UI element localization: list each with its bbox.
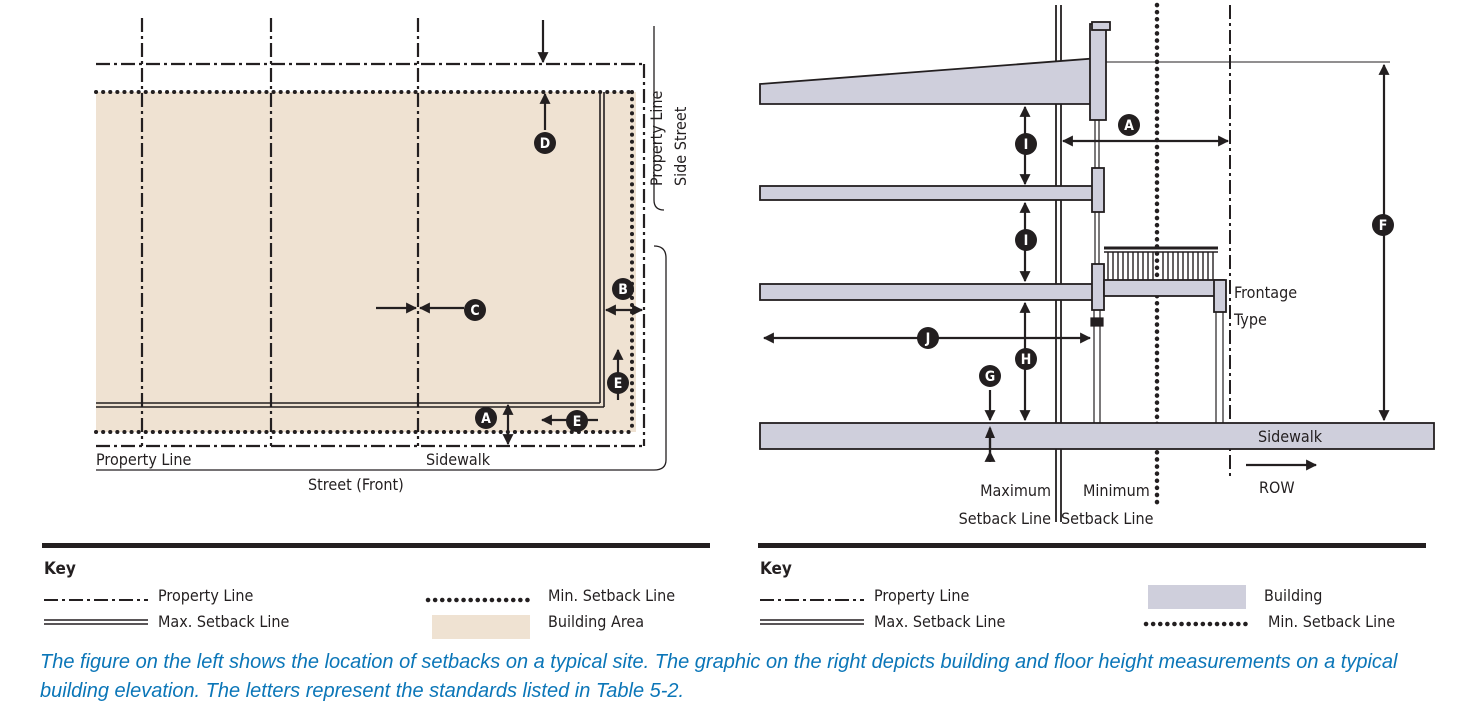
key-left-title: Key <box>44 559 76 579</box>
figure-caption: The figure on the left shows the locatio… <box>40 651 1398 702</box>
key-right-item: Building <box>1264 586 1322 605</box>
max-setback-label: Maximum <box>980 481 1051 500</box>
marker-c: C <box>464 299 486 321</box>
building-slabs <box>759 21 1435 450</box>
elevation-dimension-arrows <box>762 63 1390 471</box>
svg-text:A: A <box>1124 118 1134 134</box>
setback-figure: D C B E A E Property Line Side Street Pr… <box>42 2 1435 639</box>
min-setback-lines <box>94 90 634 434</box>
svg-text:F: F <box>1379 218 1388 234</box>
key-right-item: Min. Setback Line <box>1268 612 1395 631</box>
svg-text:H: H <box>1021 352 1032 368</box>
marker-a: A <box>1118 114 1140 136</box>
key-left-item: Property Line <box>158 586 254 605</box>
marker-b: B <box>612 278 634 300</box>
site-plan: D C B E A E Property Line Side Street Pr… <box>94 18 690 494</box>
key-right: Key Property Line Max. Setback Line Buil… <box>758 543 1426 631</box>
min-setback-label-2: Setback Line <box>1061 509 1154 528</box>
property-lines <box>96 18 646 448</box>
svg-text:J: J <box>925 331 931 347</box>
elevation: A F I I J H G Frontage Type Sidewalk ROW… <box>759 2 1435 528</box>
svg-text:I: I <box>1024 233 1029 249</box>
key-left-item: Building Area <box>548 612 644 631</box>
sidewalk-label: Sidewalk <box>426 450 491 469</box>
row-label: ROW <box>1259 478 1295 497</box>
street-front-label: Street (Front) <box>308 475 404 494</box>
property-line-top-label: Property Line <box>647 90 666 186</box>
key-left-item: Min. Setback Line <box>548 586 675 605</box>
min-setback-label: Minimum <box>1083 481 1150 500</box>
svg-text:E: E <box>614 376 623 392</box>
max-setback-label-2: Setback Line <box>959 509 1052 528</box>
marker-e-vertical: E <box>607 372 629 394</box>
sidewalk-label: Sidewalk <box>1258 427 1323 446</box>
svg-text:A: A <box>481 411 491 427</box>
site-dimension-arrows <box>376 20 644 446</box>
marker-f: F <box>1372 214 1394 236</box>
svg-text:G: G <box>985 369 995 385</box>
svg-text:D: D <box>540 136 550 152</box>
svg-text:E: E <box>573 414 582 430</box>
key-right-item: Property Line <box>874 586 970 605</box>
key-right-item: Max. Setback Line <box>874 612 1005 631</box>
key-right-title: Key <box>760 559 792 579</box>
marker-d: D <box>534 132 556 154</box>
marker-j: J <box>917 327 939 349</box>
marker-i-lower: I <box>1015 229 1037 251</box>
svg-text:C: C <box>470 303 479 319</box>
balcony-railing <box>1104 246 1218 280</box>
svg-text:B: B <box>618 282 628 298</box>
marker-h: H <box>1015 348 1037 370</box>
side-street-label: Side Street <box>671 106 690 186</box>
frontage-type-label-2: Type <box>1233 310 1267 329</box>
property-line-bottom-label: Property Line <box>96 450 192 469</box>
marker-i-upper: I <box>1015 133 1037 155</box>
max-setback-lines <box>96 92 605 408</box>
marker-g: G <box>979 365 1001 387</box>
key-left: Key Property Line Max. Setback Line Min.… <box>42 543 710 639</box>
frontage-type-label: Frontage <box>1234 283 1297 302</box>
marker-a: A <box>475 407 497 429</box>
marker-e-horizontal: E <box>566 410 588 432</box>
key-left-item: Max. Setback Line <box>158 612 289 631</box>
svg-text:I: I <box>1024 137 1029 153</box>
